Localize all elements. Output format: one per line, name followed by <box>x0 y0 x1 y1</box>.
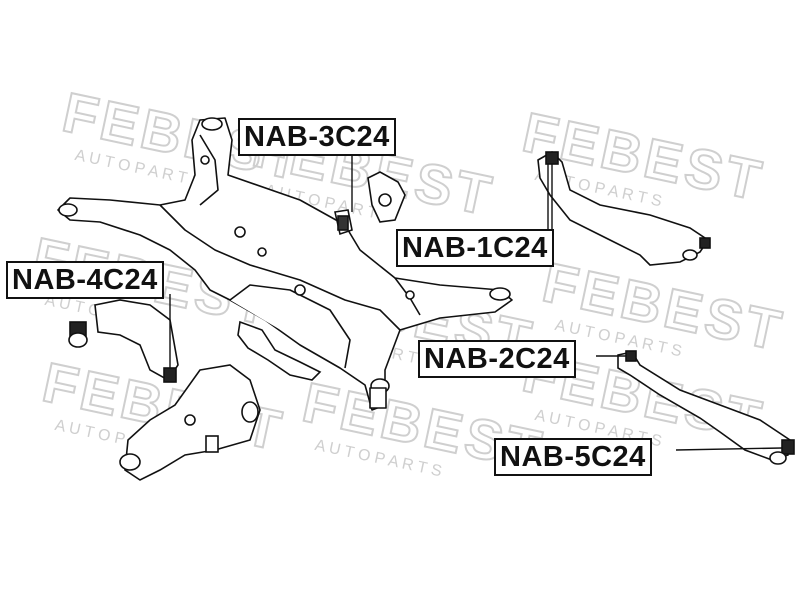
part-3c24-drawing <box>334 150 406 236</box>
part-label-nab-3c24: NAB-3C24 <box>238 118 396 156</box>
part-4c24-drawing <box>68 294 179 383</box>
part-label-nab-1c24: NAB-1C24 <box>396 229 554 267</box>
differential-drawing <box>119 320 322 481</box>
part-label-nab-4c24: NAB-4C24 <box>6 261 164 299</box>
watermark: FEBEST A U T O P A R T S <box>297 369 552 484</box>
part-label-nab-5c24: NAB-5C24 <box>494 438 652 476</box>
part-2c24-5c24-drawing <box>596 350 795 465</box>
part-1c24-drawing <box>537 151 711 266</box>
part-label-nab-2c24: NAB-2C24 <box>418 340 576 378</box>
subframe-drawing <box>57 117 513 411</box>
